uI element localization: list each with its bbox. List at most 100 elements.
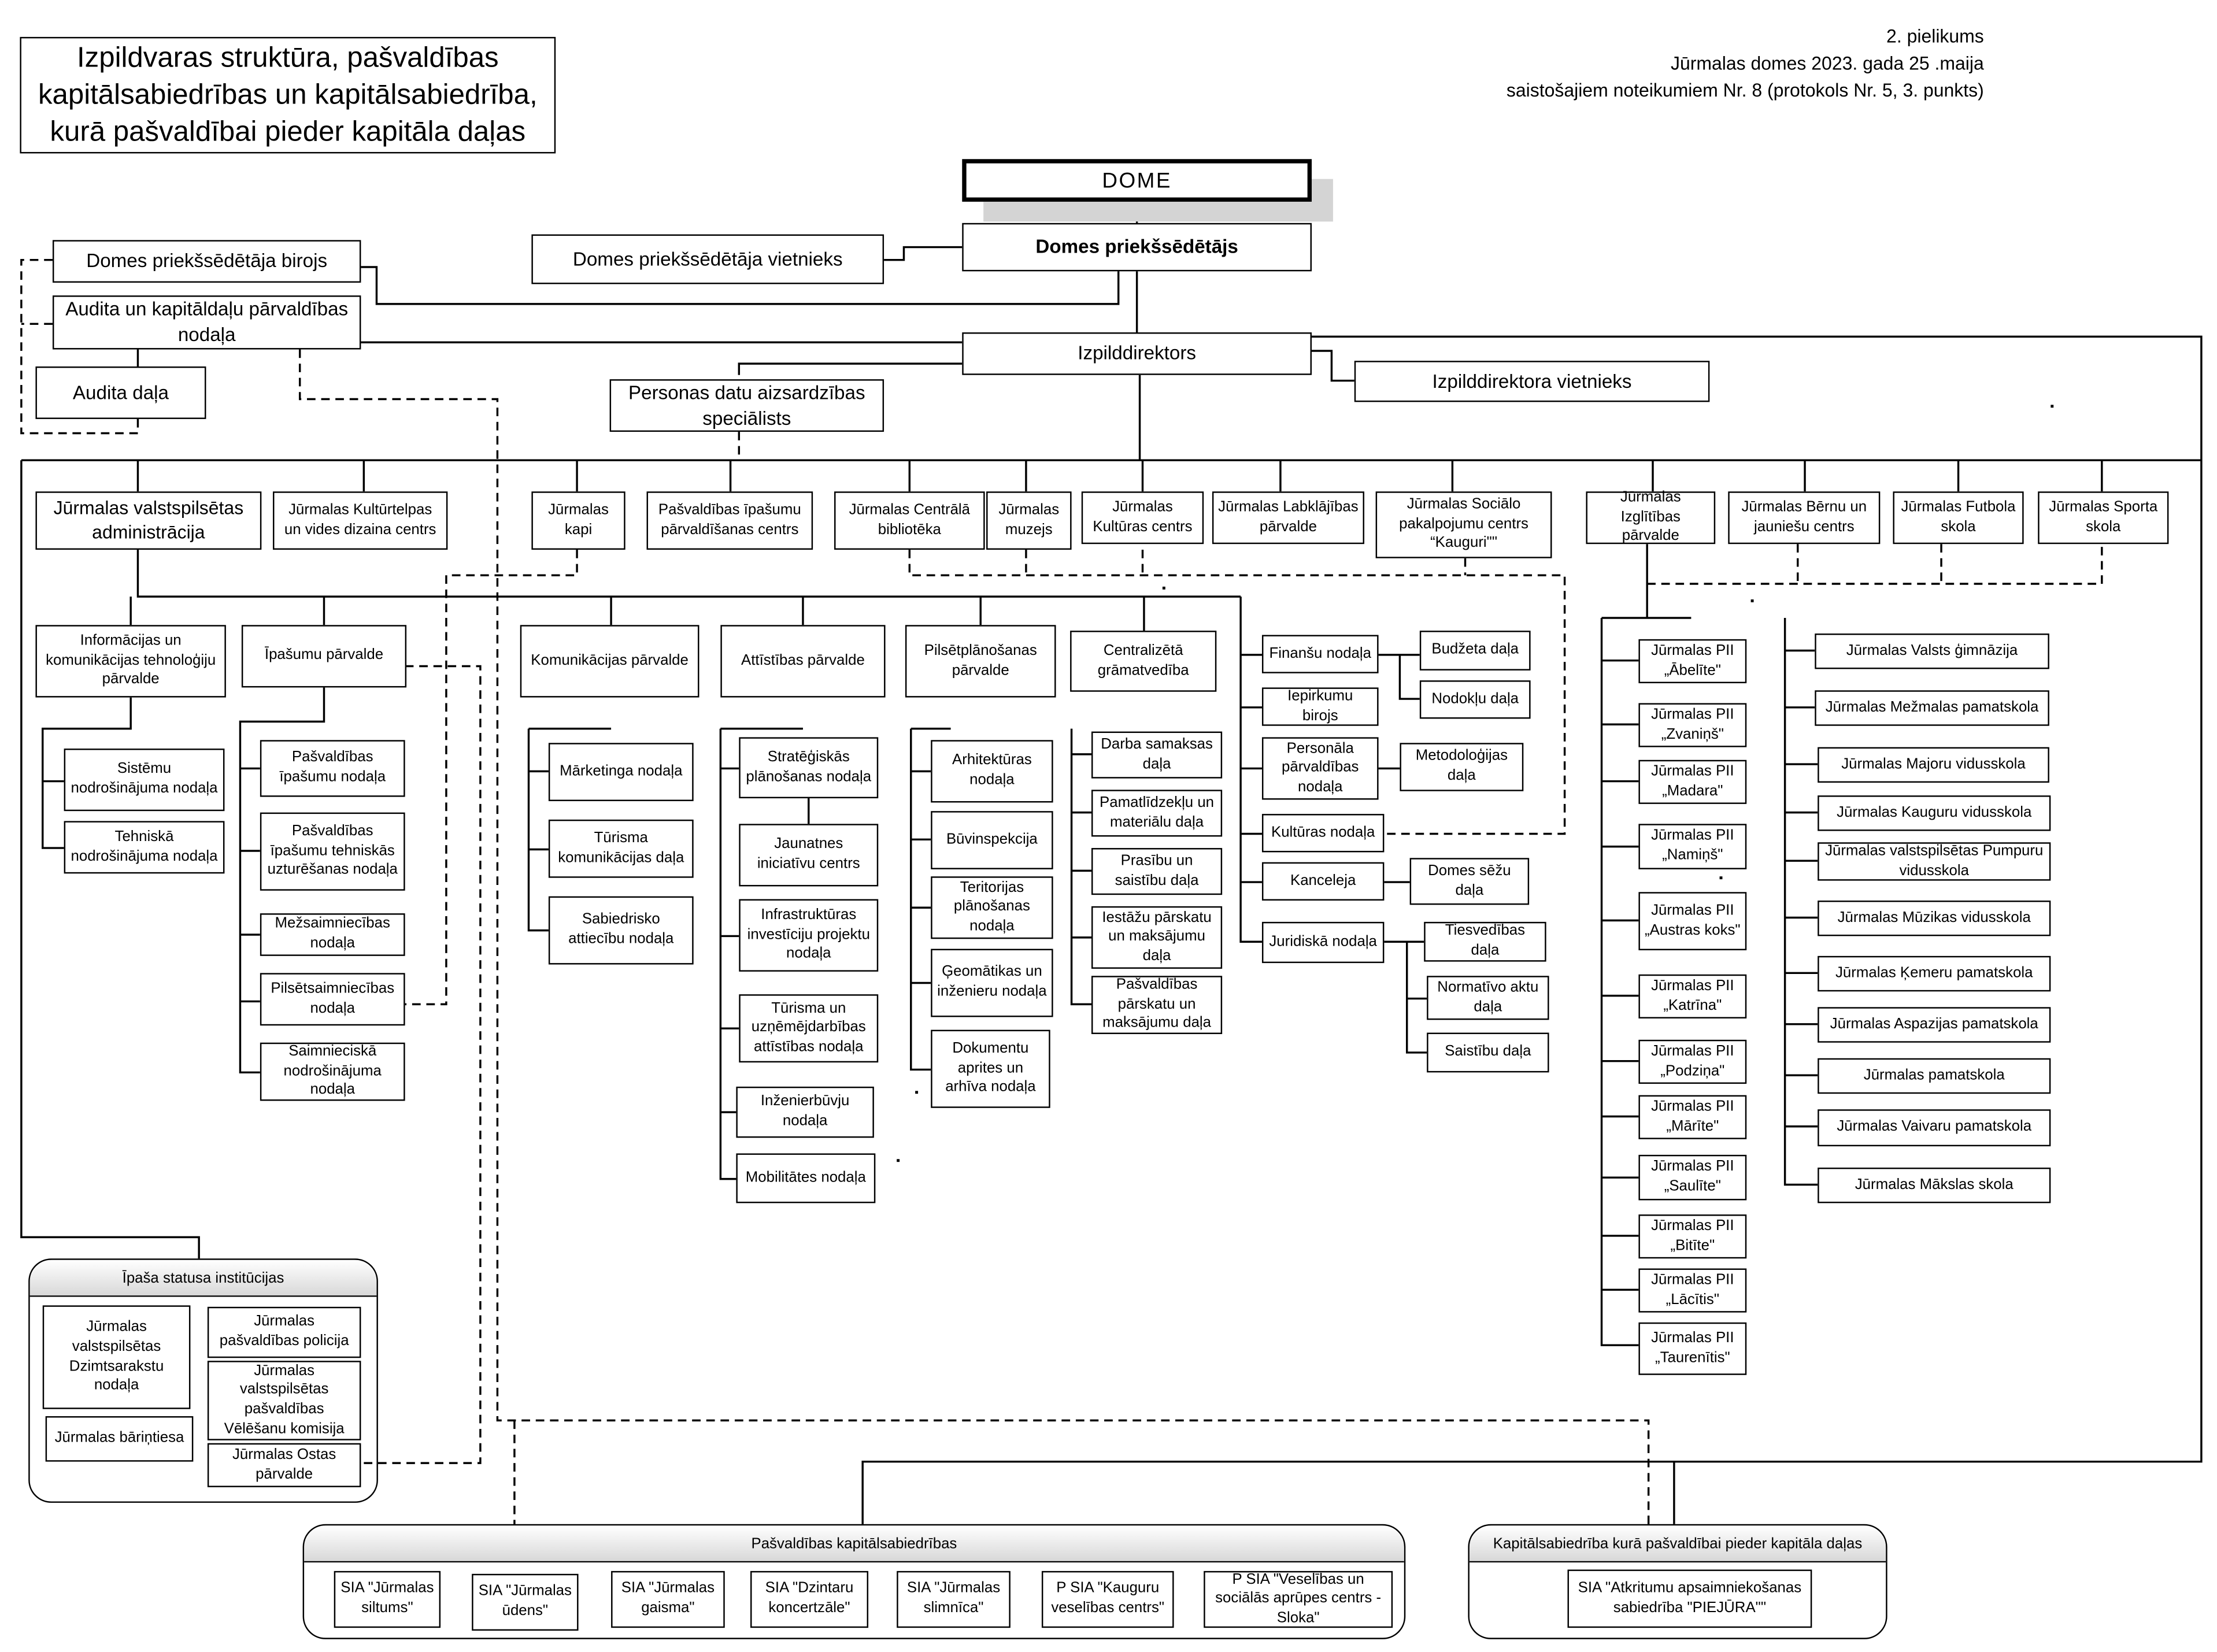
preschool-box: Jūrmalas PII „Katrīna" [1638,974,1747,1018]
municipal-companies-group: Pašvaldības kapitālsabiedrības [302,1524,1406,1639]
solid-connector [1405,942,1427,1054]
stray-dot [915,1091,919,1094]
special-status-box: Jūrmalas bāriņtiesa [45,1416,194,1462]
special-status-group: Īpaša statusa institūcijas [28,1258,378,1503]
shared-company-group: Kapitālsabiedrība kurā pašvaldībai piede… [1468,1524,1887,1639]
special-status-box: Jūrmalas valstspilsētas pašvaldības Vēlē… [207,1361,361,1440]
solid-connector [136,550,1241,598]
preschool-box: Jūrmalas PII „Austras koks" [1638,892,1747,951]
preschool-box: Jūrmalas PII „Mārīte" [1638,1095,1747,1139]
preschool-box: Jūrmalas PII „Bitīte" [1638,1214,1747,1259]
finance-department-box: Finanšu nodaļa [1261,635,1379,673]
development-sub-box: Tūrisma un uzņēmējdarbības attīstības no… [739,994,879,1063]
development-sub-box: Mobilitātes nodaļa [736,1153,876,1203]
development-sub-box: Infrastruktūras investīciju projektu nod… [739,899,879,972]
education-box: Jūrmalas Izglītības pārvalde [1586,488,1716,545]
solid-connector [527,728,549,932]
welfare-box: Jūrmalas Labklājības pārvalde [1212,491,1364,545]
children-youth-box: Jūrmalas Bērnu un jauniešu centrs [1728,491,1881,545]
school-box: Jūrmalas Mežmalas pamatskola [1815,690,2049,726]
preschool-box: Jūrmalas PII „Taurenītis" [1638,1322,1747,1375]
solid-connector [719,728,736,1180]
solid-connector [884,246,963,261]
communication-sub-box: Mārketinga nodaļa [548,743,694,801]
development-sub-box: Stratēģiskās plānošanas nodaļa [739,737,879,799]
planning-sub-box: Dokumentu aprites un arhīva nodaļa [931,1029,1050,1108]
legal-department-box: Juridiskā nodaļa [1261,921,1385,964]
dashed-connector [20,258,139,435]
sports-school-box: Jūrmalas Sporta skola [2038,491,2169,545]
chair-box: Domes priekšsēdētājs [962,223,1312,272]
municipal-company-box: SIA "Jūrmalas siltums" [334,1570,441,1628]
planning-sub-box: Arhitektūras nodaļa [931,740,1053,803]
municipal-company-box: SIA "Dzintaru koncertzāle" [750,1570,869,1628]
solid-connector [1783,617,1818,1186]
development-sub-box: Inženierbūvju nodaļa [736,1086,874,1138]
preschool-box: Jūrmalas PII „Namiņš" [1638,824,1747,869]
administration-box: Jūrmalas valstspilsētas administrācija [35,491,262,550]
school-box: Jūrmalas Valsts ģimnāzija [1815,634,2049,669]
hr-department-box: Personāla pārvaldības nodaļa [1261,737,1379,800]
communication-sub-box: Tūrisma komunikācijas daļa [548,819,694,878]
solid-connector [738,362,963,375]
solid-connector [1600,617,1639,1346]
culture-department-box: Kultūras nodaļa [1261,814,1385,853]
school-box: Jūrmalas Ķemeru pamatskola [1818,955,2051,992]
audit-management-box: Audita un kapitāldaļu pārvaldības nodaļa [52,295,361,350]
accounting-sub-box: Pamatlīdzekļu un materiālu daļa [1091,790,1223,837]
accounting-sub-box: Darba samaksas daļa [1091,731,1223,779]
preschool-box: Jūrmalas PII „Lācītis" [1638,1268,1747,1313]
solid-connector [861,335,2203,1524]
solid-connector [42,697,132,849]
culture-space-centre-box: Jūrmalas Kultūrtelpas un vides dizaina c… [272,491,448,550]
property-sub-box: Pašvaldības īpašumu nodaļa [260,740,405,797]
obligations-division-box: Saistību daļa [1427,1032,1549,1073]
dashed-connector [908,550,1566,835]
preschool-box: Jūrmalas PII „Podziņa" [1638,1039,1747,1084]
stray-dot [897,1159,900,1162]
accounting-department-box: Centralizētā grāmatvedība [1070,631,1217,692]
municipal-companies-heading: Pašvaldības kapitālsabiedrības [304,1525,1404,1563]
school-box: Jūrmalas Aspazijas pamatskola [1818,1007,2051,1043]
communication-sub-box: Sabiedrisko attiecību nodaļa [548,896,694,965]
accounting-sub-box: Prasību un saistību daļa [1091,848,1223,895]
school-box: Jūrmalas valstspilsētas Pumpuru vidussko… [1818,842,2051,881]
property-department-box: Īpašumu pārvalde [241,625,407,688]
cemeteries-box: Jūrmalas kapi [531,491,626,550]
special-status-box: Jūrmalas pašvaldības policija [207,1306,361,1358]
preschool-box: Jūrmalas PII „Saulīte" [1638,1154,1747,1201]
museum-box: Jūrmalas muzejs [986,491,1072,550]
data-protection-specialist-box: Personas datu aizsardzības speciālists [609,379,884,432]
ict-sub-box: Sistēmu nodrošinājuma nodaļa [64,749,225,812]
annex-note: 2. pielikums Jūrmalas domes 2023. gada 2… [1507,24,1984,105]
dashed-connector [405,550,578,1006]
property-sub-box: Saimnieciskā nodrošinājuma nodaļa [260,1042,405,1101]
school-box: Jūrmalas Mākslas skola [1818,1167,2051,1203]
culture-centre-box: Jūrmalas Kultūras centrs [1081,491,1204,545]
accounting-sub-box: Pašvaldības pārskatu un maksājumu daļa [1091,976,1223,1034]
tax-division-box: Nodokļu daļa [1419,680,1531,719]
school-box: Jūrmalas Majoru vidusskola [1818,747,2049,783]
development-department-box: Attīstības pārvalde [720,625,886,698]
regulatory-division-box: Normatīvo aktu daļa [1427,976,1549,1020]
library-box: Jūrmalas Centrālā bibliotēka [834,491,985,550]
annex-line-3: saistošajiem noteikumiem Nr. 8 (protokol… [1506,79,1984,101]
executive-deputy-box: Izpilddirektora vietnieks [1354,361,1710,402]
municipal-company-box: SIA "Jūrmalas gaisma" [611,1570,725,1628]
preschool-box: Jūrmalas PII „Ābelīte" [1638,639,1747,684]
dome-box: DOME [962,159,1312,202]
stray-dot [1162,586,1165,590]
solid-connector [361,266,1120,305]
property-sub-box: Pilsētsaimniecības nodaļa [260,973,405,1026]
planning-sub-box: Ģeomātikas un inženieru nodaļa [931,949,1053,1017]
planning-sub-box: Būvinspekcija [931,811,1053,869]
preschool-box: Jūrmalas PII „Zvaniņš" [1638,703,1747,747]
school-box: Jūrmalas Mūzikas vidusskola [1818,900,2051,936]
solid-connector [1312,350,1354,382]
solid-connector [239,687,325,1074]
solid-connector [1239,597,1262,943]
deputy-chair-box: Domes priekšsēdētāja vietnieks [531,234,884,284]
annex-line-1: 2. pielikums [1886,25,1984,47]
ict-department-box: Informācijas un komunikācijas tehnoloģij… [35,625,226,698]
methodology-division-box: Metodoloģijas daļa [1400,743,1524,791]
